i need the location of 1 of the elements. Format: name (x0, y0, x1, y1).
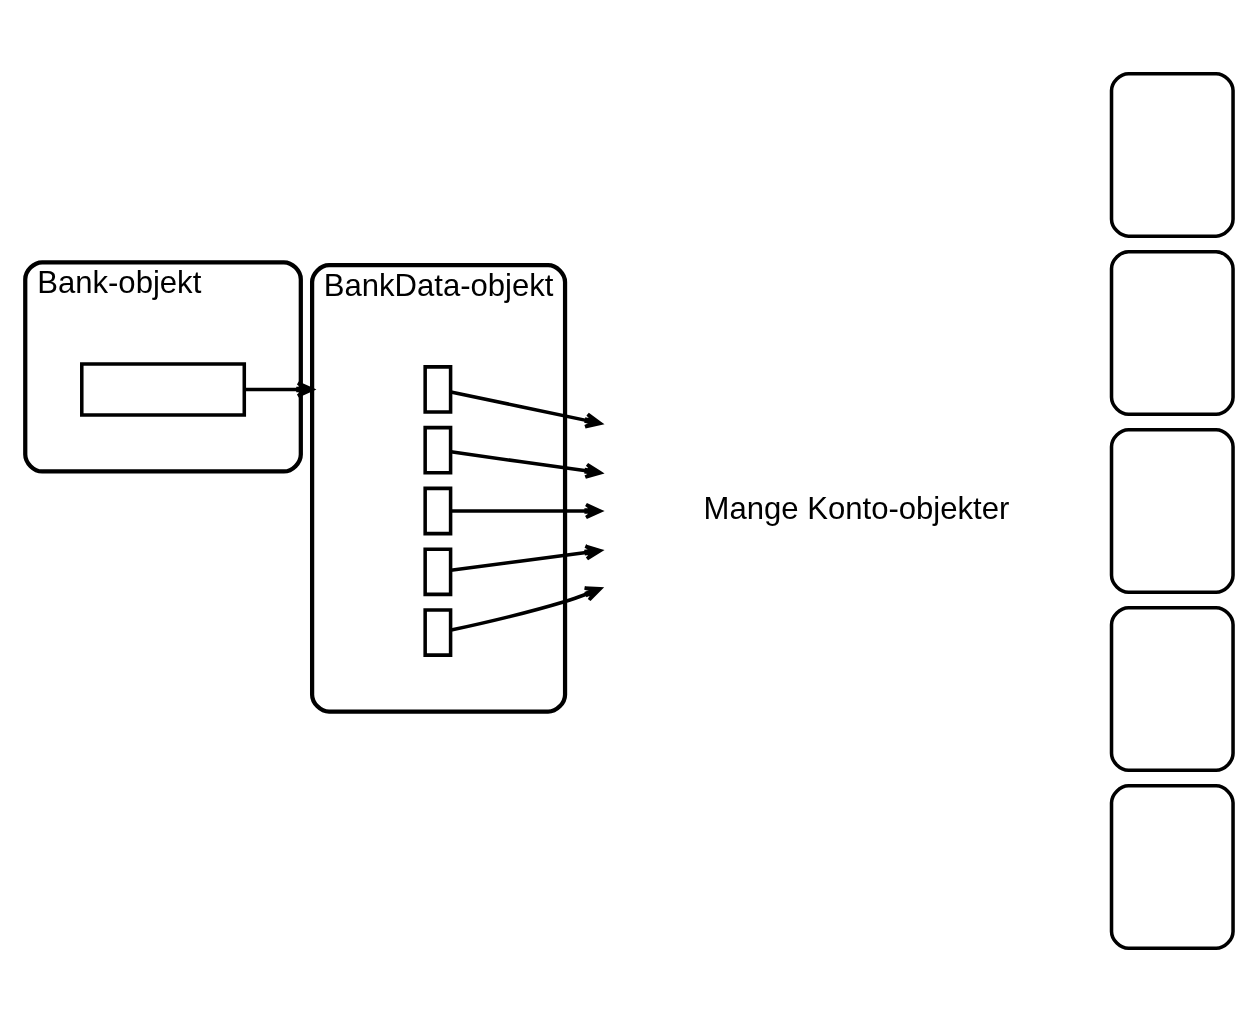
label: Mange Konto-objekter (703, 490, 1010, 526)
